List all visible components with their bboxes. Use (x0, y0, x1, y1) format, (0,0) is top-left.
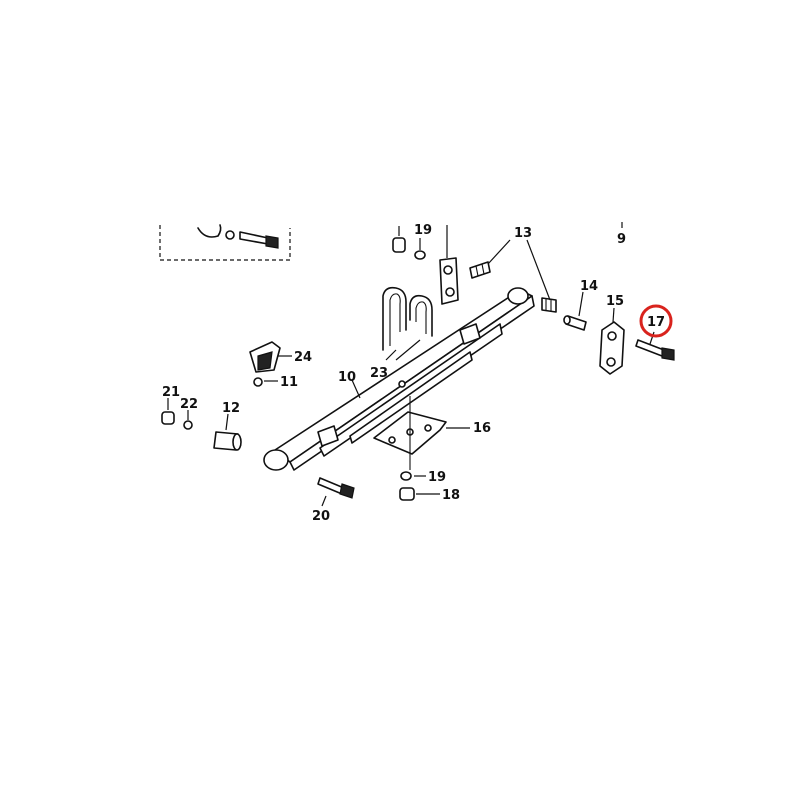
callout-13: 13 (514, 226, 532, 241)
callout-19-bottom: 19 (428, 470, 446, 485)
shackle-plate-shape (439, 257, 459, 305)
leader-13b (526, 239, 551, 301)
top-shackle-plate (439, 225, 459, 305)
leader-15 (612, 307, 615, 323)
bushing-front-rib (475, 265, 479, 277)
small-bolt-head (253, 377, 263, 387)
leader-13a (487, 239, 511, 265)
callout-19-top: 19 (414, 223, 432, 238)
callout-16: 16 (473, 421, 491, 436)
shackle-hole-top (443, 265, 453, 275)
long-bolt-head (339, 483, 355, 499)
bushing-front-rib (481, 263, 485, 275)
bump-stop (249, 341, 292, 373)
long-bolt (317, 477, 355, 507)
top-nut (392, 226, 406, 253)
inset-bolt-head (265, 235, 279, 249)
callout-24: 24 (294, 350, 312, 365)
center-bolt-hole (398, 380, 406, 388)
plate-hole-3 (424, 424, 432, 432)
callout-14: 14 (580, 279, 598, 294)
bolt-17-head (661, 347, 675, 361)
washer-shape (414, 250, 426, 260)
leader-12 (225, 413, 229, 431)
shackle-link-hole-bottom (606, 357, 616, 367)
washer-22-shape (183, 420, 193, 430)
shackle-link (599, 307, 625, 375)
washer-22 (183, 410, 193, 430)
leaf-spring (263, 287, 535, 471)
leader-14 (578, 291, 584, 317)
leaf-spring-leaf-3 (319, 323, 503, 457)
inset-detail (159, 224, 291, 261)
inset-bolt-shank (239, 231, 269, 245)
top-washer (414, 238, 426, 260)
callout-21: 21 (162, 385, 180, 400)
shackle-link-hole-top (607, 331, 617, 341)
nut-21 (161, 398, 175, 425)
u-bolt-front-inner (389, 293, 401, 346)
nut-shape (392, 237, 406, 253)
nut-21-shape (161, 411, 175, 425)
callout-23: 23 (370, 366, 388, 381)
nut-18-shape (399, 487, 415, 501)
bump-stop-rubber (257, 351, 273, 371)
bushing-rear-shape (541, 297, 557, 313)
leader-23 (385, 339, 421, 361)
spring-clip-front (317, 425, 339, 447)
u-bolts (382, 286, 433, 361)
callout-22: 22 (180, 397, 198, 412)
u-bolt-front-outer (382, 286, 407, 351)
leader-17 (649, 331, 655, 345)
callout-18: 18 (442, 488, 460, 503)
rear-eye (507, 287, 529, 305)
washer-19-shape (400, 471, 412, 481)
callout-12: 12 (222, 401, 240, 416)
leader-10 (351, 379, 361, 399)
sleeve-end (232, 433, 242, 451)
bolt-17 (635, 331, 675, 361)
leader-20 (321, 495, 327, 507)
pin-end (563, 315, 571, 325)
callout-11: 11 (280, 375, 298, 390)
plate-hole-1 (388, 436, 396, 444)
callout-9: 9 (617, 232, 626, 247)
front-eye (263, 449, 289, 471)
washer-19 (400, 471, 426, 481)
callout-17: 17 (647, 315, 665, 330)
callout-15: 15 (606, 294, 624, 309)
leaf-spring-leaf-4 (349, 351, 473, 444)
bushing-front (469, 261, 491, 279)
small-bolt (253, 377, 278, 387)
u-bolt-rear-inner (415, 301, 427, 334)
pin (563, 291, 587, 331)
nut-18 (399, 487, 440, 501)
inset-frame (159, 225, 291, 261)
bushing-front-shape (469, 261, 491, 279)
inset-washer (225, 230, 235, 240)
axle-plate (373, 396, 470, 470)
inset-bracket (197, 224, 222, 238)
callout-10: 10 (338, 370, 356, 385)
shackle-link-shape (599, 321, 625, 375)
sleeve (213, 413, 242, 451)
shackle-hole-bottom (445, 287, 455, 297)
callout-20: 20 (312, 509, 330, 524)
bushing-rear (541, 297, 557, 313)
highlight-circle (639, 304, 673, 338)
spring-clip-rear (459, 323, 481, 345)
